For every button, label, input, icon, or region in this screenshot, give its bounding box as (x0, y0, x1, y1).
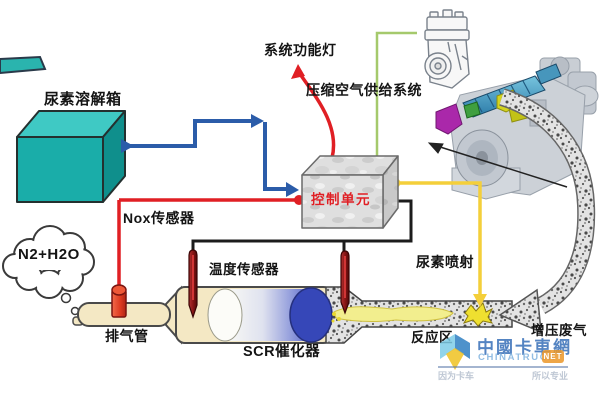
nox-signal-line (117, 73, 336, 286)
exhaust-arrow-icon (498, 88, 596, 334)
injection-line (391, 178, 487, 307)
label-temp-sensor: 温度传感器 (209, 262, 279, 277)
label-urea-tank: 尿素溶解箱 (44, 91, 122, 108)
air-supply-line (375, 31, 417, 161)
label-control-unit: 控制单元 (311, 192, 371, 207)
nox-sensor-icon (111, 284, 127, 318)
watermark-divider (438, 366, 568, 368)
label-nox-sensor: Nox传感器 (123, 210, 195, 226)
control-unit-box-icon (301, 155, 399, 229)
urea-mixture-stream (333, 306, 454, 322)
label-boost-exhaust: 增压废气 (531, 323, 587, 338)
engine-pointer-arrow (427, 142, 568, 188)
lamp-arrowhead (291, 64, 305, 79)
label-exhaust-pipe: 排气管 (105, 328, 149, 344)
catalyst-end-cap (289, 287, 333, 343)
teal-sliver (0, 55, 47, 75)
watermark: 中國卡車網 CHINATRUCK NET 因为卡车 所以专业 (436, 328, 598, 386)
thought-cloud-icon (2, 225, 95, 316)
urea-supply-arrowheads (121, 114, 299, 197)
watermark-badge: NET (542, 350, 564, 363)
reaction-pipe-icon (289, 286, 513, 344)
urea-spray-splash (462, 302, 494, 327)
watermark-brand-en: CHINATRUCK (478, 352, 557, 363)
label-byproduct: N2+H2O (18, 246, 80, 263)
label-air-supply: 压缩空气供给系统 (306, 82, 422, 98)
label-urea-injection: 尿素喷射 (416, 254, 474, 270)
watermark-cube-icon (440, 334, 470, 370)
label-system-light: 系统功能灯 (264, 42, 337, 58)
label-scr-catalyst: SCR催化器 (243, 344, 321, 360)
urea-tank-icon (16, 110, 126, 203)
air-compressor-icon (424, 9, 470, 89)
temp-sensor-icon (188, 249, 198, 319)
urea-supply-line (130, 119, 286, 191)
label-reaction-zone: 反应区 (411, 330, 453, 345)
watermark-tagline: 因为卡车 所以专业 (438, 371, 568, 381)
urea-injector-icon (340, 250, 350, 315)
engine-icon (435, 56, 599, 200)
